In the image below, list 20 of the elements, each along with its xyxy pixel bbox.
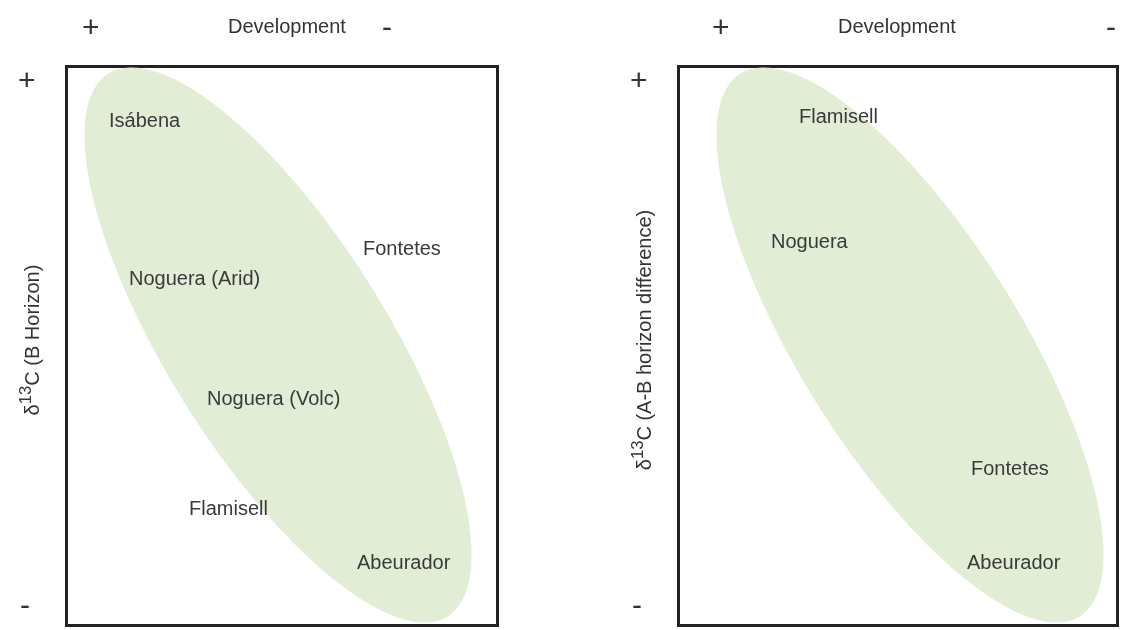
- axis-title: Development: [838, 16, 956, 36]
- axis-title: Development: [228, 16, 346, 36]
- axis-sign: -: [382, 12, 392, 42]
- site-label: Abeurador: [967, 551, 1061, 574]
- axis-sign: +: [18, 65, 36, 95]
- axis-sign: -: [1106, 12, 1116, 42]
- site-label: Flamisell: [799, 105, 878, 128]
- site-label: Noguera (Volc): [207, 387, 341, 410]
- axis-sign: +: [82, 12, 100, 42]
- axis-sign: -: [20, 590, 30, 620]
- axis-sign: +: [712, 12, 730, 42]
- axis-sign: -: [632, 590, 642, 620]
- site-label: Fontetes: [971, 457, 1049, 480]
- site-label: Isábena: [109, 109, 181, 132]
- site-label: Abeurador: [357, 551, 451, 574]
- site-label: Noguera: [771, 230, 848, 253]
- axis-sign: +: [630, 65, 648, 95]
- site-label: Flamisell: [189, 497, 268, 520]
- site-label: Fontetes: [363, 237, 441, 260]
- site-label: Noguera (Arid): [129, 267, 261, 290]
